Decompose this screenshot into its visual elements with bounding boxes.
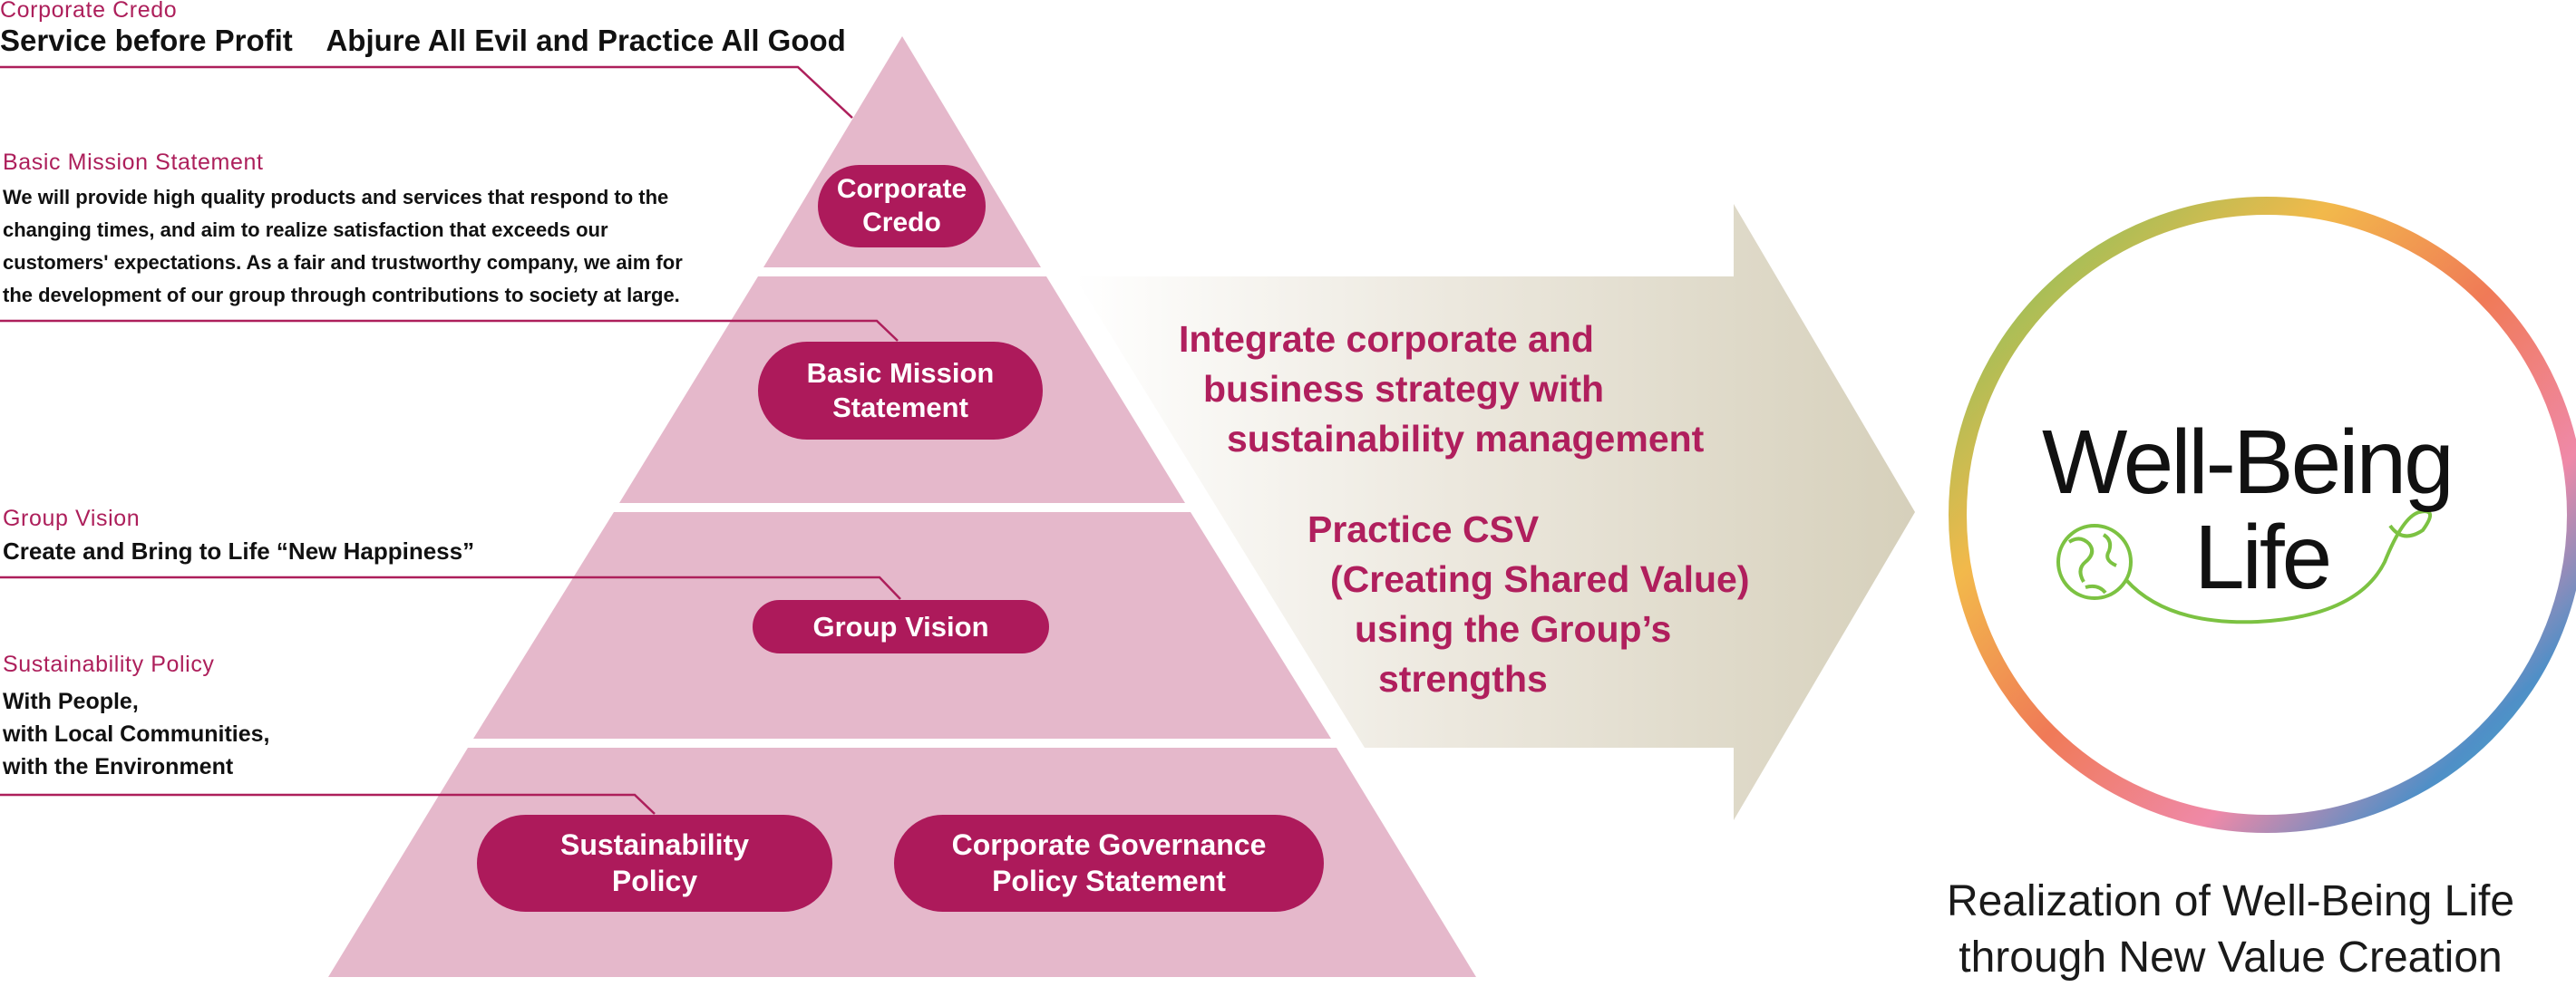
value-arrow — [1074, 204, 1915, 820]
corporate-credo-pill: Corporate Credo — [818, 165, 986, 247]
leader-line-mission — [0, 319, 899, 342]
vision-text: Create and Bring to Life “New Happiness” — [3, 537, 475, 565]
mission-label: Basic Mission Statement — [3, 150, 264, 175]
globe-icon — [2056, 524, 2133, 600]
bottom-caption: Realization of Well-Being Life through N… — [1886, 874, 2575, 986]
mission-text: We will provide high quality products an… — [3, 181, 683, 312]
caption-line: Realization of Well-Being Life — [1946, 877, 2515, 925]
sustainability-label: Sustainability Policy — [3, 652, 215, 677]
sustainability-line: with Local Communities, — [3, 721, 270, 747]
governance-policy-pill: Corporate Governance Policy Statement — [894, 815, 1324, 912]
csv-line: using the Group’s — [1355, 608, 1672, 650]
sustainability-line: with the Environment — [3, 754, 234, 779]
vision-label: Group Vision — [3, 506, 141, 531]
logo-wordmark-line2: Life — [2194, 507, 2332, 608]
credo-text: Service before Profit Abjure All Evil an… — [0, 24, 846, 57]
credo-label: Corporate Credo — [0, 0, 178, 23]
integrate-text: Integrate corporate and business strateg… — [1179, 314, 1704, 464]
csv-text: Practice CSV (Creating Shared Value) usi… — [1307, 505, 1750, 704]
sustainability-line: With People, — [3, 689, 139, 714]
mission-line: the development of our group through con… — [3, 284, 680, 306]
csv-line: strengths — [1378, 658, 1548, 700]
caption-line: through New Value Creation — [1959, 934, 2503, 982]
basic-mission-pill: Basic Mission Statement — [758, 342, 1043, 440]
sustainability-policy-pill: Sustainability Policy — [477, 815, 832, 912]
csv-line: Practice CSV — [1307, 508, 1540, 550]
mission-line: customers' expectations. As a fair and t… — [3, 251, 683, 274]
leader-line-vision — [0, 576, 901, 600]
integrate-line: sustainability management — [1227, 418, 1705, 460]
logo-wordmark-line1: Well-Being — [2042, 411, 2454, 513]
csv-line: (Creating Shared Value) — [1330, 558, 1750, 600]
integrate-line: Integrate corporate and — [1179, 318, 1594, 360]
sustainability-text: With People, with Local Communities, wit… — [3, 685, 269, 783]
leader-line-sustainability — [0, 793, 656, 815]
well-being-ring — [1949, 197, 2576, 833]
group-vision-pill: Group Vision — [753, 600, 1049, 653]
swirl-line — [2124, 509, 2432, 624]
integrate-line: business strategy with — [1203, 368, 1605, 410]
mission-line: We will provide high quality products an… — [3, 186, 669, 208]
mission-line: changing times, and aim to realize satis… — [3, 218, 608, 241]
leader-line-credo — [0, 65, 853, 119]
